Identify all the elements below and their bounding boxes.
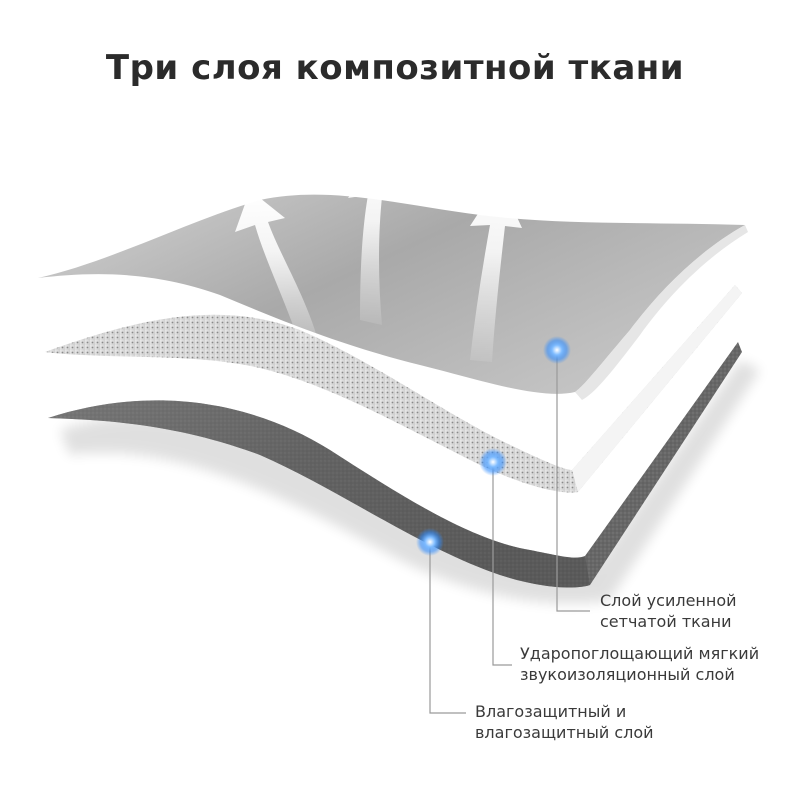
callout-line: влагозащитный слой: [475, 722, 654, 743]
callout-line: Ударопоглощающий мягкий: [520, 643, 759, 664]
callout-line: Слой усиленной: [600, 590, 737, 611]
callout-line: Влагозащитный и: [475, 701, 654, 722]
callout-shock-absorbing: Ударопоглощающий мягкий звукоизоляционны…: [520, 643, 759, 685]
callout-moisture-proof: Влагозащитный и влагозащитный слой: [475, 701, 654, 743]
callout-line: сетчатой ткани: [600, 611, 737, 632]
top-layer: [38, 195, 745, 394]
glow-dot-icon: [479, 448, 507, 476]
glow-dot-icon: [543, 336, 571, 364]
glow-dot-icon: [416, 528, 444, 556]
callout-reinforced-mesh: Слой усиленной сетчатой ткани: [600, 590, 737, 632]
callout-line: звукоизоляционный слой: [520, 664, 759, 685]
